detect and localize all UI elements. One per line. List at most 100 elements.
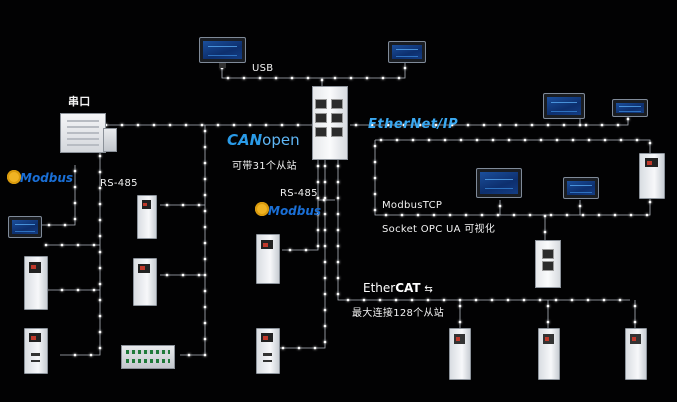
signal-dot xyxy=(648,141,652,145)
signal-dot xyxy=(226,76,230,80)
hmi-panel-icon xyxy=(12,220,38,234)
signal-dot xyxy=(203,289,207,293)
signal-dot xyxy=(498,123,502,127)
signal-dot xyxy=(403,66,407,70)
ethernetip-logo: EtherNet/IP xyxy=(368,117,459,132)
signal-dot xyxy=(571,138,575,142)
signal-dot xyxy=(274,76,278,80)
protocols-label: Socket OPC UA 可视化 xyxy=(382,224,496,235)
signal-dot xyxy=(323,244,327,248)
signal-dot xyxy=(323,308,327,312)
ethercat-logo-ether: Ether xyxy=(363,281,396,295)
signal-dot xyxy=(44,243,48,247)
signal-dot xyxy=(203,241,207,245)
signal-dot xyxy=(411,138,415,142)
signal-dot xyxy=(89,353,93,357)
signal-dot xyxy=(397,76,401,80)
signal-dot xyxy=(92,288,96,292)
signal-dot xyxy=(323,196,327,200)
signal-dot xyxy=(333,76,337,80)
signal-dot xyxy=(522,298,526,302)
hmi-modbustcp-2 xyxy=(563,177,599,199)
servo-drive-modbus-mid xyxy=(256,234,280,284)
signal-dot xyxy=(232,123,236,127)
signal-dot xyxy=(597,213,601,217)
signal-dot xyxy=(490,298,494,302)
hmi-panel-icon xyxy=(480,172,518,194)
signal-dot xyxy=(491,138,495,142)
signal-dot xyxy=(73,201,77,205)
rs485-mid-label: RS-485 xyxy=(280,188,318,199)
signal-dot xyxy=(264,123,268,127)
signal-dot xyxy=(586,298,590,302)
signal-dot xyxy=(514,123,518,127)
signal-dot xyxy=(323,324,327,328)
signal-dot xyxy=(98,314,102,318)
signal-dot xyxy=(316,164,320,168)
signal-dot xyxy=(165,273,169,277)
signal-dot xyxy=(336,276,340,280)
signal-dot xyxy=(386,123,390,127)
signal-dot xyxy=(565,213,569,217)
signal-dot xyxy=(416,213,420,217)
signal-dot xyxy=(482,123,486,127)
signal-dot xyxy=(290,76,294,80)
signal-dot xyxy=(336,180,340,184)
signal-dots xyxy=(44,66,652,357)
signal-dot xyxy=(304,248,308,252)
modbus-gear-icon xyxy=(255,202,269,216)
servo-drive-icon xyxy=(29,333,42,343)
servo-drive-ethercat-1 xyxy=(449,328,471,380)
signal-dot xyxy=(626,117,630,121)
signal-dot xyxy=(475,138,479,142)
signal-dot xyxy=(427,138,431,142)
signal-dot xyxy=(306,76,310,80)
signal-dot xyxy=(373,144,377,148)
signal-dot xyxy=(181,203,185,207)
signal-dot xyxy=(98,202,102,206)
signal-dot xyxy=(562,123,566,127)
hmi-usb-left xyxy=(199,37,246,68)
signal-dot xyxy=(197,273,201,277)
signal-dot xyxy=(98,298,102,302)
signal-dot xyxy=(432,213,436,217)
signal-dot xyxy=(281,346,285,350)
signal-dot xyxy=(203,129,207,133)
signal-dot xyxy=(60,288,64,292)
signal-dot xyxy=(578,204,582,208)
signal-dot xyxy=(165,203,169,207)
servo-drive-canopen-bottom xyxy=(256,328,280,374)
signal-dot xyxy=(73,353,77,357)
signal-dot xyxy=(426,298,430,302)
signal-dot xyxy=(458,298,462,302)
signal-dot xyxy=(528,213,532,217)
servo-drive-canopen-1 xyxy=(137,195,157,239)
signal-dot xyxy=(98,218,102,222)
signal-dot xyxy=(152,123,156,127)
signal-dot xyxy=(323,260,327,264)
signal-dot xyxy=(98,346,102,350)
central-plc xyxy=(312,86,348,160)
signal-dot xyxy=(200,123,204,127)
signal-dot xyxy=(602,298,606,302)
signal-dot xyxy=(346,298,350,302)
signal-dot xyxy=(47,223,51,227)
signal-dot xyxy=(136,123,140,127)
signal-dot xyxy=(322,198,326,202)
signal-dot xyxy=(120,123,124,127)
ethercat-caption: 最大连接128个从站 xyxy=(352,308,445,319)
servo-drive-icon xyxy=(261,333,274,343)
signal-dot xyxy=(458,304,462,308)
signal-dot xyxy=(203,321,207,325)
signal-dot xyxy=(98,154,102,158)
signal-dot xyxy=(197,203,201,207)
signal-dot xyxy=(323,276,327,280)
signal-dot xyxy=(98,170,102,174)
signal-dot xyxy=(373,192,377,196)
signal-dot xyxy=(570,298,574,302)
signal-dot xyxy=(370,123,374,127)
canopen-logo-can: CAN xyxy=(227,131,263,149)
rs485-left-label: RS-485 xyxy=(100,178,138,189)
remote-plc xyxy=(535,240,561,288)
